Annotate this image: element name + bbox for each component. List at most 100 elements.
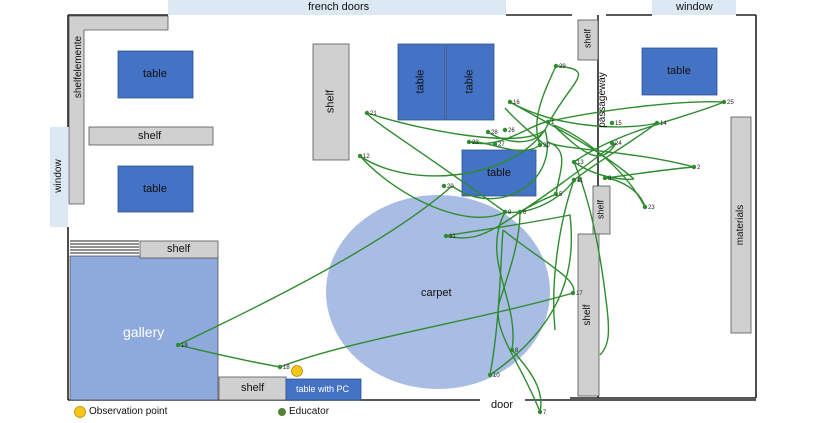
- waypoint-dot-18: [277, 364, 283, 370]
- shelf-mid-left: [139, 240, 219, 259]
- waypoint-label-21: 21: [370, 111, 377, 117]
- waypoint-label-10: 10: [493, 373, 500, 379]
- waypoint-label-26: 26: [508, 128, 515, 134]
- shelf-small-right: [592, 185, 611, 235]
- table-top-left-label: table: [143, 68, 167, 80]
- window-left: [50, 127, 68, 227]
- carpet-label: carpet: [421, 287, 452, 299]
- waypoint-dot-14: [654, 120, 660, 126]
- shelf-bottom-label: shelf: [241, 382, 265, 394]
- waypoint-label-11: 11: [577, 178, 584, 184]
- waypoint-label-27: 27: [498, 142, 505, 148]
- french-doors-label: french doors: [308, 1, 370, 13]
- window-left-label: window: [53, 159, 64, 193]
- waypoint-label-4: 4: [577, 178, 581, 184]
- passageway-label: passageway: [597, 72, 608, 128]
- waypoint-dot-7: [537, 409, 543, 415]
- shelfelemente: [68, 15, 169, 205]
- waypoint-label-29: 29: [559, 64, 566, 70]
- waypoints: 1234567891011121314151617181920212223242…: [175, 63, 734, 416]
- waypoint-dot-3: [602, 175, 608, 181]
- waypoint-label-23: 23: [648, 205, 655, 211]
- waypoint-dot-24: [609, 140, 615, 146]
- window-top: [652, 0, 736, 15]
- french-doors: [168, 0, 506, 15]
- waypoint-label-25: 25: [727, 100, 734, 106]
- table-mid-left: [117, 165, 194, 213]
- waypoint-label-8: 8: [515, 348, 519, 354]
- waypoint-label-9: 9: [508, 210, 512, 216]
- table-center-b: [445, 43, 495, 121]
- table-mid-left-label: table: [143, 183, 167, 195]
- waypoint-label-17: 17: [576, 291, 583, 297]
- waypoint-label-31: 31: [449, 234, 456, 240]
- waypoint-dot-29: [553, 63, 559, 69]
- legend-educator-marker: [278, 408, 286, 416]
- shelf-tall-center-label: shelf: [324, 89, 337, 114]
- waypoint-label-1: 1: [551, 120, 555, 126]
- shelf-small-right-label: shelf: [595, 200, 606, 220]
- waypoint-dot-28: [485, 129, 491, 135]
- legend-observation-marker: [74, 406, 86, 418]
- gallery: [69, 255, 219, 401]
- waypoint-dot-1: [545, 119, 551, 125]
- waypoint-dot-6: [517, 209, 523, 215]
- waypoint-dot-16: [507, 99, 513, 105]
- waypoint-dot-2: [691, 164, 697, 170]
- shelf-top-left: [88, 126, 214, 146]
- waypoint-dot-27: [492, 141, 498, 147]
- table-center-label: table: [487, 167, 511, 179]
- shelf-passage: [577, 19, 599, 61]
- gallery-label: gallery: [123, 324, 165, 340]
- shelfelemente-label: shelfelemente: [73, 35, 84, 99]
- materials-shelf: [730, 116, 752, 334]
- waypoint-dot-11: [571, 177, 577, 183]
- waypoint-label-12: 12: [363, 154, 370, 160]
- waypoint-dot-13: [571, 159, 577, 165]
- table-with-pc: [285, 378, 362, 401]
- waypoint-label-28: 28: [491, 130, 498, 136]
- waypoint-label-14: 14: [660, 121, 667, 127]
- waypoint-dot-9: [502, 209, 508, 215]
- carpet: [326, 195, 550, 389]
- educator-path: [177, 65, 725, 413]
- waypoint-dot-10: [487, 372, 493, 378]
- waypoint-dot-5: [553, 191, 559, 197]
- waypoint-dot-26: [502, 127, 508, 133]
- waypoint-label-15: 15: [615, 121, 622, 127]
- waypoint-label-22: 22: [472, 140, 479, 146]
- waypoint-dot-25: [721, 99, 727, 105]
- window-top-label: window: [676, 1, 713, 13]
- table-center-a: [397, 43, 446, 121]
- waypoint-dot-8: [509, 347, 515, 353]
- waypoint-label-13: 13: [577, 160, 584, 166]
- waypoint-dot-31: [443, 233, 449, 239]
- legend-observation-label: Observation point: [89, 406, 168, 417]
- shelf-right-long: [577, 233, 600, 397]
- shelf-mid-left-label: shelf: [167, 243, 191, 255]
- waypoint-label-16: 16: [513, 100, 520, 106]
- shelf-top-left-label: shelf: [138, 130, 162, 142]
- waypoint-label-18: 18: [283, 365, 290, 371]
- waypoint-dot-23: [642, 204, 648, 210]
- table-top-left: [117, 50, 194, 99]
- table-center-a-label: table: [414, 69, 427, 94]
- waypoint-label-2: 2: [697, 165, 701, 171]
- shelf-passage-label: shelf: [582, 29, 593, 49]
- waypoint-label-6: 6: [523, 210, 527, 216]
- table-right: [641, 47, 718, 96]
- shelf-right-long-label: shelf: [582, 304, 593, 326]
- waypoint-dot-30: [537, 142, 543, 148]
- waypoint-dot-20: [441, 183, 447, 189]
- materials-label: materials: [735, 204, 746, 246]
- shelf-tall-center: [312, 43, 350, 161]
- table-right-label: table: [667, 65, 691, 77]
- waypoint-label-20: 20: [447, 184, 454, 190]
- waypoint-dot-12: [357, 153, 363, 159]
- waypoint-label-19: 19: [181, 343, 188, 349]
- waypoint-label-3: 3: [608, 176, 612, 182]
- table-center-b-label: table: [463, 69, 476, 94]
- waypoint-dot-22: [466, 139, 472, 145]
